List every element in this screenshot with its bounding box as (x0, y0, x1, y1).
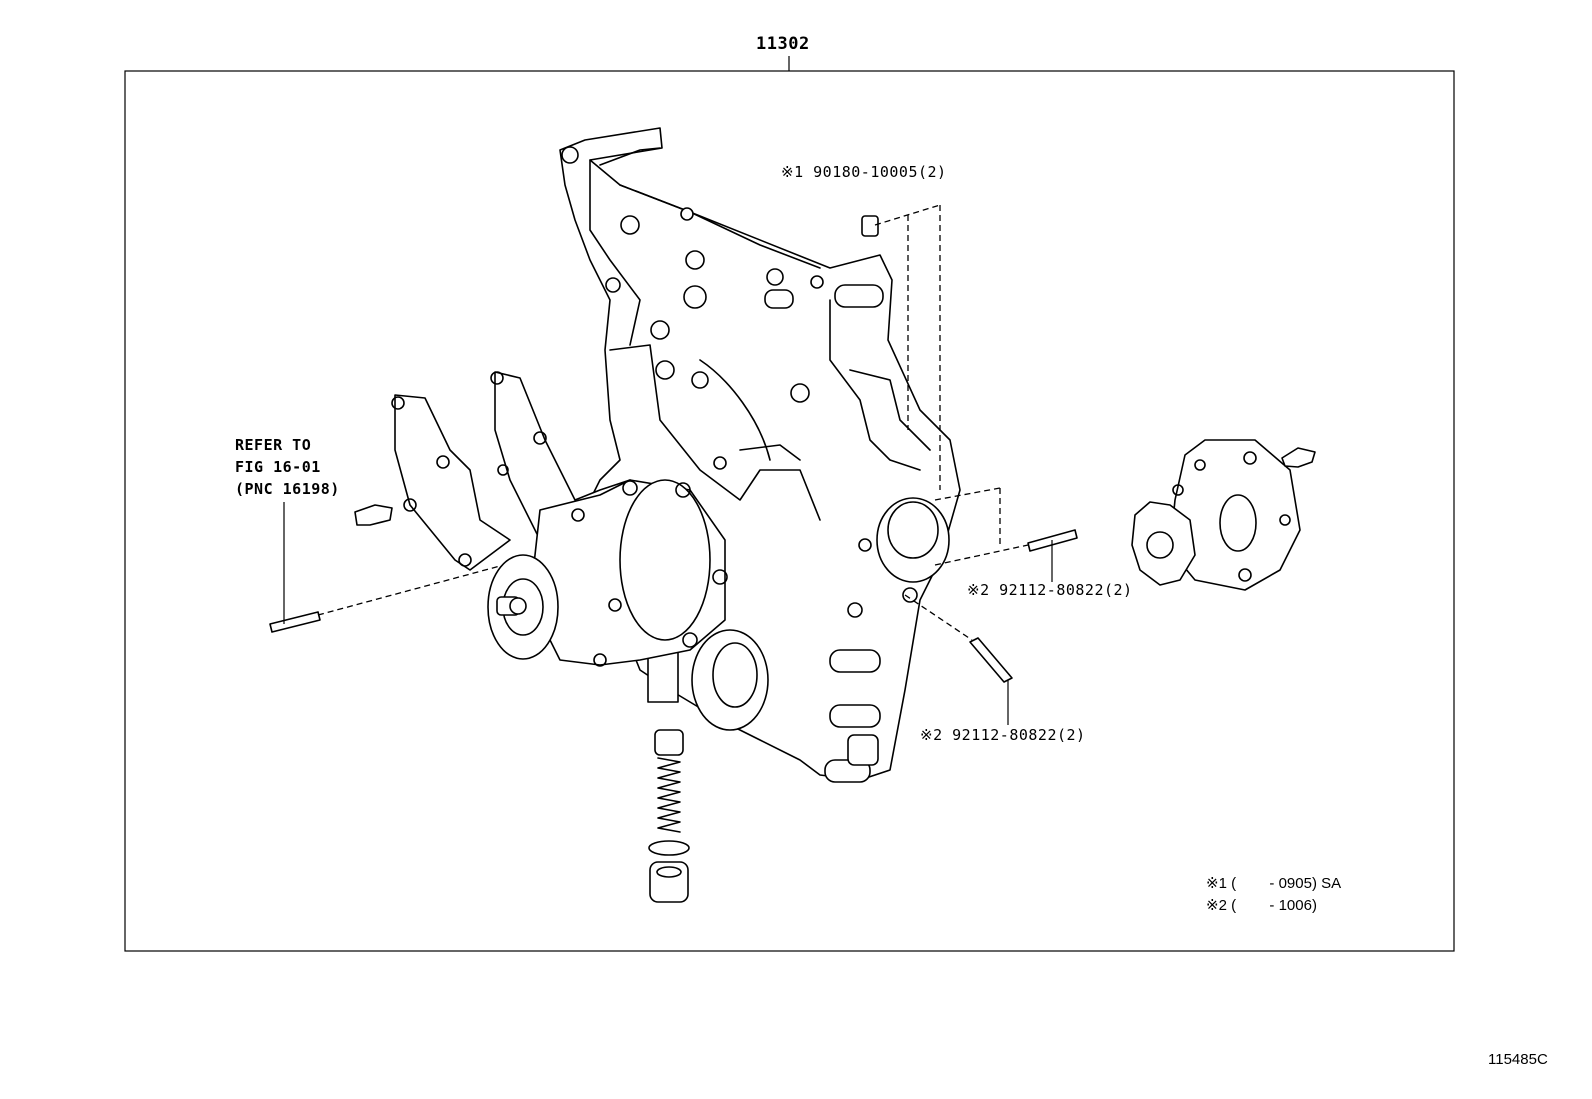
footnote-2: ※2 ( - 1006) (1206, 897, 1317, 914)
timing-cover (559, 127, 961, 783)
footnote-1: ※1 ( - 0905) SA (1206, 875, 1342, 892)
refer-note-line3[interactable]: (PNC 16198) (235, 480, 340, 498)
callout-nut-90180[interactable]: ※1 90180-10005(2) (781, 163, 947, 181)
oil-pump (1131, 439, 1301, 591)
studs (269, 529, 1078, 683)
water-pump (487, 479, 728, 667)
callout-stud-right[interactable]: ※2 92112-80822(2) (967, 581, 1133, 599)
relief-valve (648, 729, 690, 903)
dashed-leaders (317, 204, 1029, 641)
figure-code: 115485C (1488, 1051, 1548, 1068)
refer-note-line2[interactable]: FIG 16-01 (235, 458, 321, 476)
assembly-number: 11302 (756, 34, 810, 54)
bolts (354, 215, 1316, 526)
callout-stud-lower[interactable]: ※2 92112-80822(2) (920, 726, 1086, 744)
refer-note-line1[interactable]: REFER TO (235, 436, 312, 454)
